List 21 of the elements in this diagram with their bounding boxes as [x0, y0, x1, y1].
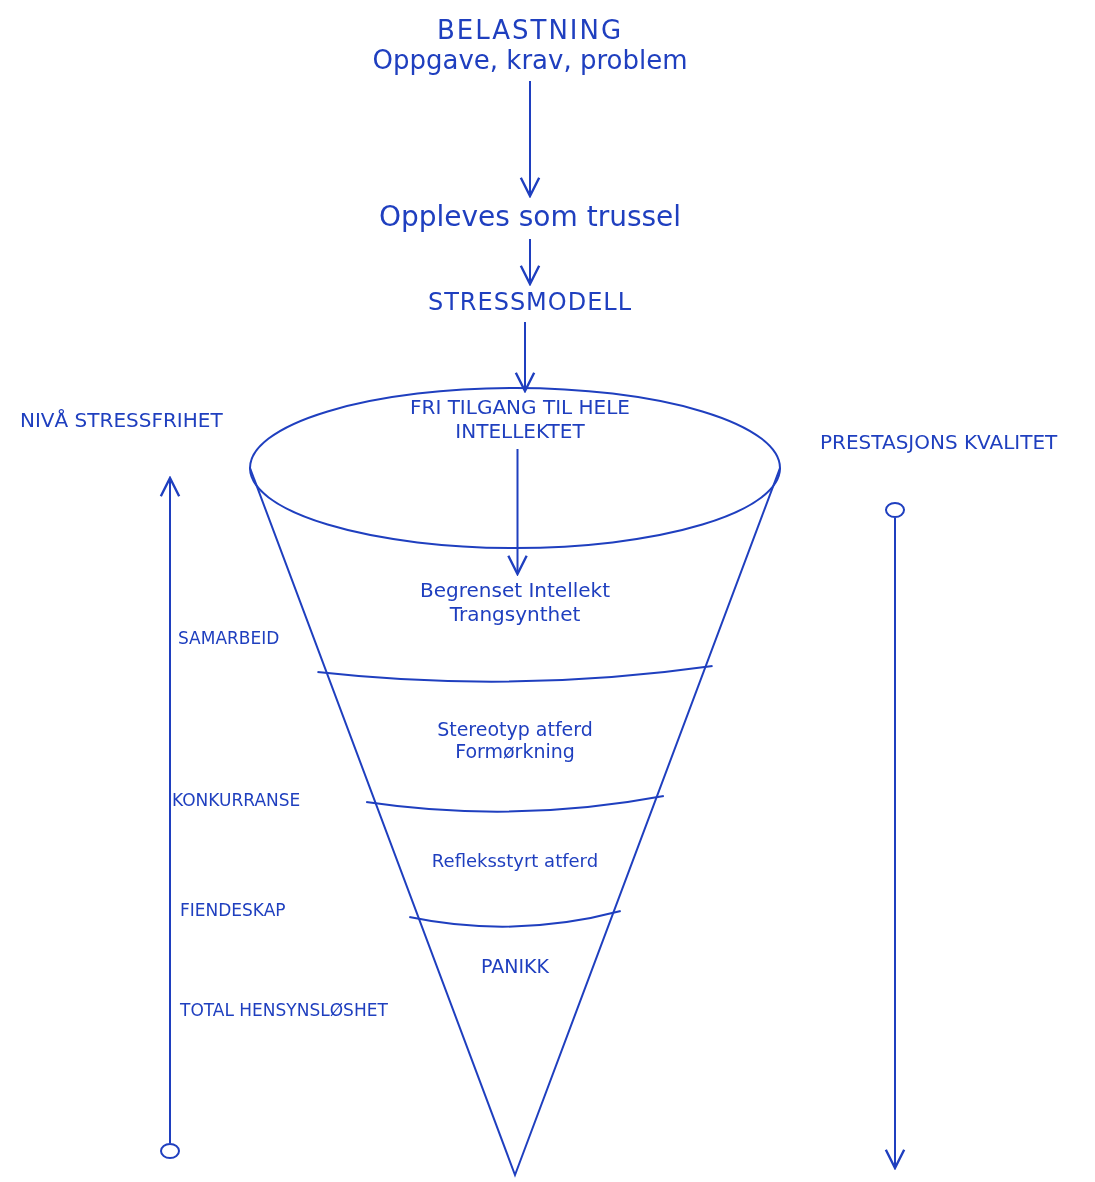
axis-label: NIVÅ STRESSFRIHET: [20, 408, 223, 432]
stimulus-heading: BELASTNING: [436, 15, 624, 45]
stimulus-text: Oppgave, krav, problem: [372, 45, 688, 75]
arrow: [519, 238, 541, 286]
axis-label: PRESTASJONS KVALITET: [820, 430, 1058, 454]
level-label: TOTAL HENSYNSLØSHET: [180, 1000, 388, 1020]
level-label: KONKURRANSE: [172, 790, 301, 810]
arrow: [519, 80, 541, 198]
level-label: SAMARBEID: [178, 628, 280, 648]
model-title: STRESSMODELL: [330, 288, 730, 316]
funnel-level-text: Trangsynthet: [449, 602, 581, 626]
arrow: [514, 321, 536, 393]
funnel-level-text: Stereotyp atferd: [437, 718, 593, 740]
step-text: Oppleves som trussel: [300, 200, 760, 233]
level-label: FIENDESKAP: [180, 900, 286, 920]
funnel-level-text: PANIKK: [455, 955, 575, 977]
funnel-level-text: Formørkning: [455, 740, 575, 762]
funnel-level-text: Refleksstyrt atferd: [420, 850, 610, 871]
funnel-level-text: FRI TILGANG TIL HELE INTELLEKTET: [385, 395, 655, 443]
arrow: [507, 448, 528, 576]
funnel-level-text: Begrenset Intellekt: [420, 578, 610, 602]
